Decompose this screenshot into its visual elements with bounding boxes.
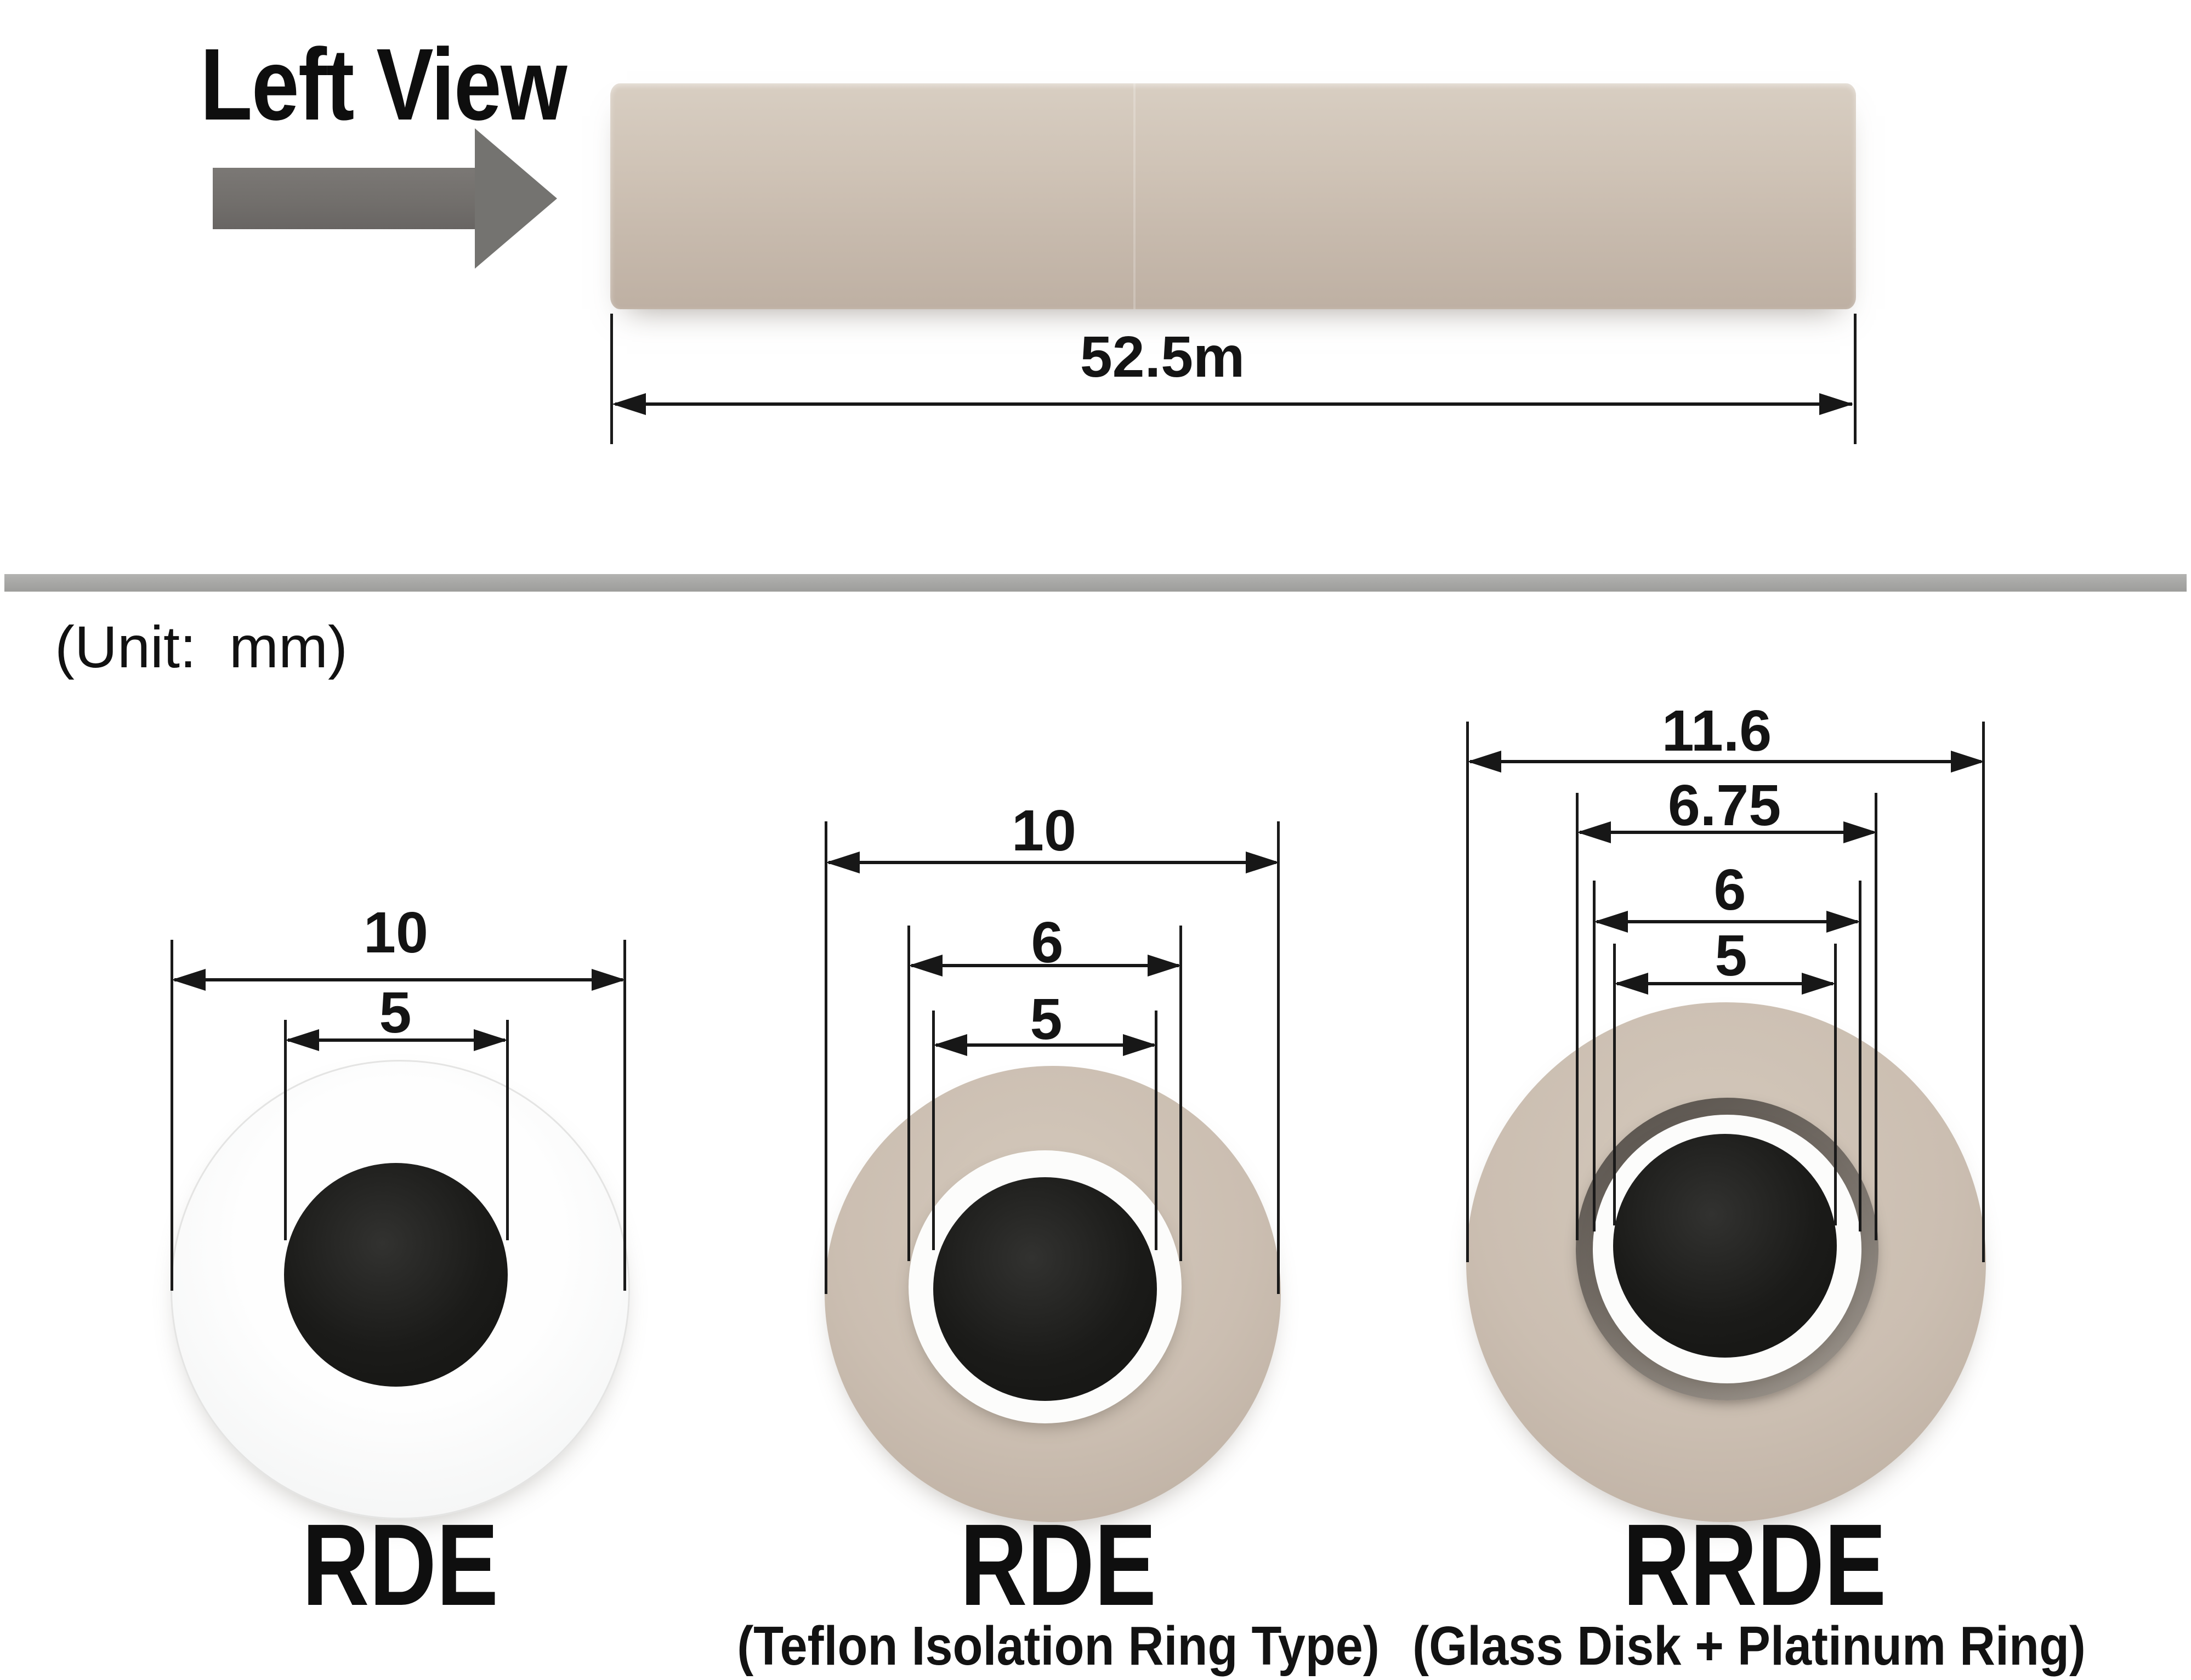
dim-extension-line bbox=[1576, 793, 1579, 1240]
dim-arrowhead-right-icon bbox=[1843, 821, 1877, 843]
dim-value: 6 bbox=[1713, 858, 1746, 922]
dim-line bbox=[911, 964, 1179, 967]
dim-extension-line bbox=[1854, 314, 1857, 444]
dim-line bbox=[828, 861, 1276, 864]
arrow-shaft bbox=[213, 168, 477, 229]
glass-disk-circle bbox=[1613, 1134, 1837, 1358]
dim-extension-line bbox=[1593, 881, 1596, 1231]
dim-extension-line bbox=[506, 1020, 509, 1240]
dim-extension-line bbox=[1277, 821, 1280, 1294]
dim-line bbox=[174, 978, 623, 981]
carbon-disk-circle bbox=[284, 1163, 508, 1387]
left-view-label: Left View bbox=[200, 28, 567, 141]
dim-arrowhead-left-icon bbox=[612, 393, 646, 415]
dim-value: 10 bbox=[364, 900, 428, 965]
dim-arrowhead-left-icon bbox=[1577, 821, 1611, 843]
dim-line bbox=[1617, 982, 1833, 985]
dim-extension-line bbox=[1982, 722, 1985, 1262]
dim-arrowhead-left-icon bbox=[285, 1029, 319, 1051]
dim-arrowhead-left-icon bbox=[1467, 751, 1501, 773]
dim-extension-line bbox=[1875, 793, 1877, 1240]
dim-arrowhead-right-icon bbox=[592, 969, 626, 991]
arrow-head bbox=[475, 128, 557, 269]
dim-arrowhead-left-icon bbox=[172, 969, 206, 991]
dim-arrowhead-right-icon bbox=[1802, 973, 1836, 995]
dim-arrowhead-left-icon bbox=[1614, 973, 1648, 995]
dim-value: 5 bbox=[1715, 923, 1747, 988]
electrode-name-label: RDE bbox=[302, 1500, 499, 1630]
dim-arrowhead-left-icon bbox=[1594, 911, 1628, 933]
electrode-name-label: RDE bbox=[960, 1500, 1157, 1630]
dim-extension-line bbox=[284, 1020, 287, 1240]
dim-extension-line bbox=[171, 940, 173, 1291]
electrode-rod-cylinder bbox=[610, 83, 1856, 309]
dim-value: 6.75 bbox=[1667, 773, 1781, 838]
dim-line bbox=[1470, 760, 1981, 763]
dim-extension-line bbox=[825, 821, 827, 1294]
dim-extension-line bbox=[1155, 1011, 1157, 1250]
dim-arrowhead-left-icon bbox=[826, 852, 860, 873]
dim-line bbox=[615, 402, 1852, 406]
dim-value: 5 bbox=[379, 980, 412, 1045]
dim-extension-line bbox=[932, 1011, 935, 1250]
dim-arrowhead-right-icon bbox=[1826, 911, 1860, 933]
dim-extension-line bbox=[623, 940, 626, 1291]
dim-extension-line bbox=[907, 926, 910, 1261]
dim-arrowhead-right-icon bbox=[1951, 751, 1985, 773]
dim-extension-line bbox=[1613, 944, 1616, 1225]
dim-arrowhead-right-icon bbox=[1819, 393, 1853, 415]
electrode-caption: (Teflon Isolation Ring Type) bbox=[737, 1615, 1380, 1677]
dim-extension-line bbox=[1859, 881, 1861, 1231]
dim-value: 10 bbox=[1012, 798, 1076, 863]
dim-value: 6 bbox=[1031, 910, 1064, 975]
carbon-disk-circle bbox=[933, 1177, 1157, 1401]
dim-extension-line bbox=[1466, 722, 1469, 1262]
dim-arrowhead-right-icon bbox=[474, 1029, 508, 1051]
dim-line bbox=[1580, 831, 1874, 834]
dim-arrowhead-left-icon bbox=[933, 1034, 967, 1056]
unit-note: (Unit: mm) bbox=[55, 614, 348, 680]
dim-line bbox=[936, 1043, 1154, 1047]
dim-extension-line bbox=[1834, 944, 1837, 1225]
electrode-caption: (Glass Disk + Platinum Ring) bbox=[1412, 1615, 2086, 1677]
dim-arrowhead-right-icon bbox=[1123, 1034, 1157, 1056]
dim-extension-line bbox=[610, 314, 613, 444]
dim-arrowhead-right-icon bbox=[1246, 852, 1280, 873]
section-divider bbox=[4, 574, 2187, 592]
dim-extension-line bbox=[1179, 926, 1182, 1261]
dim-arrowhead-right-icon bbox=[1148, 955, 1182, 977]
dim-line bbox=[288, 1038, 505, 1042]
dim-line bbox=[1597, 920, 1858, 923]
rod-length-value: 52.5m bbox=[1080, 325, 1245, 389]
cylinder-seam bbox=[1133, 83, 1136, 309]
electrode-name-label: RRDE bbox=[1622, 1500, 1887, 1630]
dim-value: 5 bbox=[1030, 987, 1063, 1052]
dim-arrowhead-left-icon bbox=[909, 955, 943, 977]
dim-value: 11.6 bbox=[1661, 699, 1772, 763]
